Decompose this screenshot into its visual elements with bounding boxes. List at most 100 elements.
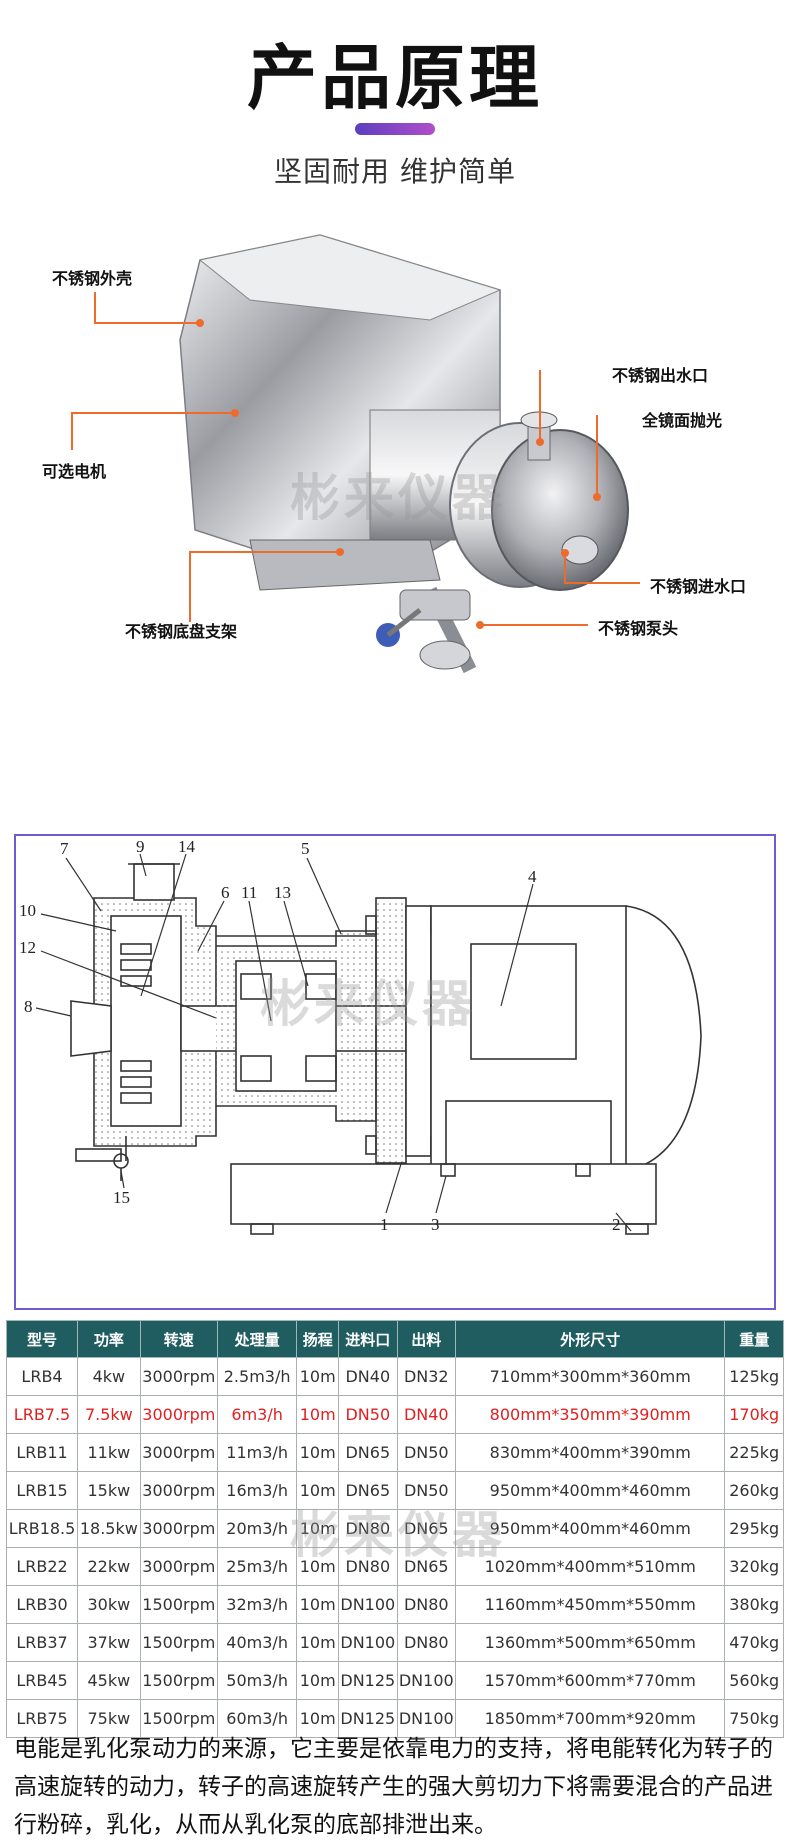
table-cell: 11m3/h	[216, 1433, 298, 1472]
watermark: 彬来仪器	[260, 975, 476, 1033]
table-cell: 3000rpm	[139, 1509, 218, 1548]
table-cell: 6m3/h	[216, 1395, 298, 1434]
col-dimensions: 外形尺寸	[455, 1320, 726, 1358]
part-8: 8	[24, 997, 33, 1016]
callout-pump-head: 不锈钢泵头	[598, 619, 679, 638]
table-cell: 10m	[296, 1661, 340, 1700]
table-cell: 60m3/h	[216, 1699, 298, 1738]
col-inlet: 进料口	[338, 1320, 398, 1358]
table-cell: DN50	[396, 1433, 457, 1472]
table-cell: 1500rpm	[139, 1585, 218, 1624]
table-cell: DN80	[396, 1623, 457, 1662]
part-6: 6	[221, 883, 230, 902]
table-cell: DN40	[396, 1395, 457, 1434]
col-power: 功率	[77, 1320, 141, 1358]
table-cell: 560kg	[724, 1661, 784, 1700]
table-cell: DN125	[338, 1699, 398, 1738]
col-model: 型号	[5, 1320, 79, 1358]
callout-base: 不锈钢底盘支架	[125, 622, 238, 641]
part-13: 13	[274, 883, 291, 902]
table-header-row: 型号 功率 转速 处理量 扬程 进料口 出料 外形尺寸 重量	[5, 1320, 784, 1358]
table-cell: 10m	[296, 1585, 340, 1624]
table-cell: 10m	[296, 1433, 340, 1472]
diagram-drawing: 7 9 14 5 4 6 11 13 10 12 8 15 1 3 2	[19, 837, 702, 1235]
table-cell: 380kg	[724, 1585, 784, 1624]
part-7: 7	[60, 839, 69, 858]
table-cell: 10m	[296, 1623, 340, 1662]
table-cell: DN125	[338, 1661, 398, 1700]
table-cell: DN65	[396, 1509, 457, 1548]
part-15: 15	[113, 1188, 130, 1207]
table-cell: DN40	[338, 1357, 398, 1396]
table-cell: 470kg	[724, 1623, 784, 1662]
table-cell: 125kg	[724, 1357, 784, 1396]
table-cell: LRB45	[5, 1661, 79, 1700]
table-cell: 15kw	[77, 1471, 141, 1510]
callout-motor: 可选电机	[42, 462, 107, 481]
table-cell: DN65	[338, 1433, 398, 1472]
table-cell: 50m3/h	[216, 1661, 298, 1700]
table-cell: 800mm*350mm*390mm	[455, 1395, 726, 1434]
table-cell: 320kg	[724, 1547, 784, 1586]
table-cell: LRB22	[5, 1547, 79, 1586]
table-cell: DN80	[338, 1547, 398, 1586]
table-cell: 1160mm*450mm*550mm	[455, 1585, 726, 1624]
watermark: 彬来仪器	[290, 1506, 506, 1564]
table-cell: 4kw	[77, 1357, 141, 1396]
table-cell: LRB18.5	[5, 1509, 79, 1548]
col-head: 扬程	[296, 1320, 340, 1358]
table-cell: LRB37	[5, 1623, 79, 1662]
table-cell: LRB75	[5, 1699, 79, 1738]
table-cell: 225kg	[724, 1433, 784, 1472]
table-cell: LRB30	[5, 1585, 79, 1624]
table-cell: 25m3/h	[216, 1547, 298, 1586]
part-1: 1	[380, 1215, 389, 1234]
table-cell: 2.5m3/h	[216, 1357, 298, 1396]
table-cell: 3000rpm	[139, 1433, 218, 1472]
table-cell: 3000rpm	[139, 1395, 218, 1434]
part-9: 9	[136, 837, 145, 856]
table-cell: 295kg	[724, 1509, 784, 1548]
product-photo: 不锈钢外壳 可选电机 不锈钢底盘支架 不锈钢出水口 全镜面抛光 不锈钢进水口 不…	[0, 210, 790, 805]
table-cell: 950mm*400mm*460mm	[455, 1509, 726, 1548]
table-cell: 1500rpm	[139, 1623, 218, 1662]
table-cell: 1500rpm	[139, 1661, 218, 1700]
part-3: 3	[431, 1215, 440, 1234]
table-cell: 18.5kw	[77, 1509, 141, 1548]
table-cell: LRB4	[5, 1357, 79, 1396]
col-speed: 转速	[139, 1320, 218, 1358]
table-cell: 75kw	[77, 1699, 141, 1738]
table-cell: 45kw	[77, 1661, 141, 1700]
table-cell: DN80	[338, 1509, 398, 1548]
base-bracket	[249, 539, 441, 591]
part-10: 10	[19, 901, 36, 920]
table-cell: 32m3/h	[216, 1585, 298, 1624]
table-cell: 710mm*300mm*360mm	[455, 1357, 726, 1396]
table-cell: DN100	[396, 1699, 457, 1738]
callout-housing: 不锈钢外壳	[52, 269, 133, 288]
table-cell: DN50	[338, 1395, 398, 1434]
table-cell: 3000rpm	[139, 1471, 218, 1510]
table-cell: LRB11	[5, 1433, 79, 1472]
table-cell: LRB7.5	[5, 1395, 79, 1434]
callout-outlet: 不锈钢出水口	[612, 366, 709, 385]
description-text: 电能是乳化泵动力的来源，它主要是依靠电力的支持，将电能转化为转子的高速旋转的动力…	[14, 1736, 773, 1838]
part-14: 14	[178, 837, 196, 856]
page-title: 产品原理	[247, 37, 543, 119]
table-cell: 10m	[296, 1547, 340, 1586]
watermark: 彬来仪器	[290, 469, 506, 527]
col-outlet: 出料	[396, 1320, 457, 1358]
table-cell: 37kw	[77, 1623, 141, 1662]
table-cell: 750kg	[724, 1699, 784, 1738]
part-5: 5	[301, 839, 310, 858]
table-cell: 16m3/h	[216, 1471, 298, 1510]
pump-illustration	[71, 234, 640, 674]
table-cell: 260kg	[724, 1471, 784, 1510]
